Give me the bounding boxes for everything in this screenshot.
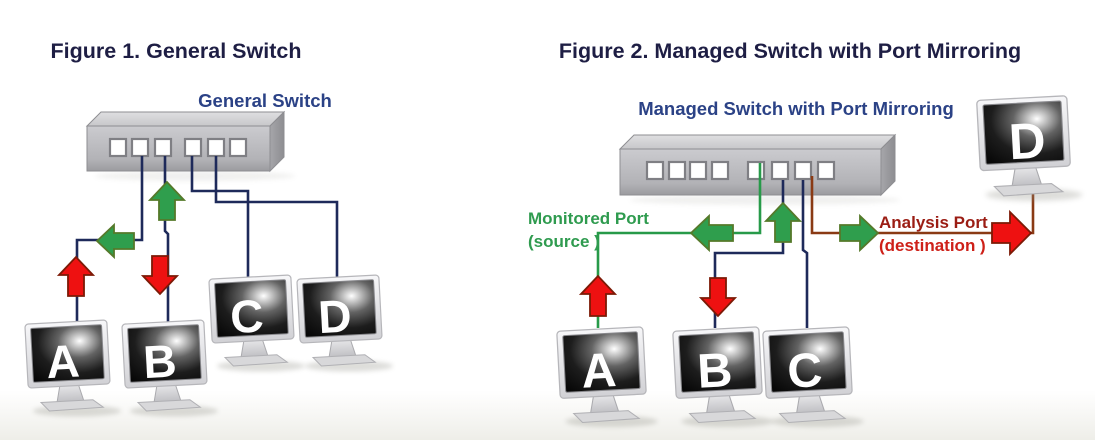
monitor-letter: C	[786, 343, 824, 399]
switch2-port-6	[770, 160, 790, 181]
monitor-fig2-B: B	[672, 326, 774, 428]
monitor-letter: A	[45, 334, 81, 388]
monitor-screen	[302, 279, 377, 338]
monitor-fig1-A: A	[24, 319, 121, 417]
switch1-port-1	[108, 137, 128, 158]
monitor-base	[311, 354, 377, 367]
switch1-port-3	[153, 137, 173, 158]
monitor-base	[39, 399, 105, 412]
red-down-arrow-icon	[140, 255, 180, 296]
monitor-screen	[30, 324, 105, 383]
cable-switch1-to-D	[214, 156, 339, 283]
monitor-base	[136, 399, 202, 412]
red-right-arrow-icon	[991, 209, 1033, 257]
switch2-port-5-monitored	[746, 160, 766, 181]
monitored-port-sublabel: (source )	[528, 232, 600, 251]
monitor-base	[993, 182, 1065, 197]
analysis-port-sublabel: (destination )	[879, 236, 986, 255]
monitor-fig2-D: D	[976, 95, 1083, 201]
switch2-port-4	[710, 160, 730, 181]
monitor-base	[688, 410, 757, 424]
monitor-base	[778, 410, 847, 424]
cable-analysis-port-to-D	[810, 176, 1035, 235]
figure1-switch-label: General Switch	[198, 90, 332, 111]
monitor-screen	[678, 331, 757, 393]
switch1-top-face	[85, 111, 286, 127]
monitor-screen	[562, 331, 641, 393]
switch2-port-3	[688, 160, 708, 181]
red-up-arrow-icon	[56, 255, 96, 297]
monitor-letter: D	[317, 289, 353, 343]
switch2-top-face	[618, 134, 897, 150]
monitor-fig1-C: C	[208, 274, 305, 372]
monitor-letter: A	[580, 343, 618, 399]
monitor-fig1-D: D	[296, 274, 393, 372]
switch2-shadow	[630, 195, 900, 205]
figure2: Figure 2. Managed Switch with Port Mirro…	[528, 39, 1083, 428]
monitor-fig2-C: C	[762, 326, 864, 428]
red-up-arrow-icon	[578, 274, 618, 317]
green-right-arrow-icon	[839, 213, 880, 253]
monitor-letter: D	[1007, 111, 1046, 170]
monitor-letter: C	[229, 289, 265, 343]
switch2-port-7	[793, 160, 813, 181]
monitor-fig2-A: A	[556, 326, 658, 428]
switch2-port-2	[667, 160, 687, 181]
red-down-arrow-icon	[698, 277, 738, 318]
monitor-letter: B	[696, 343, 734, 399]
green-up-arrow-icon	[147, 180, 187, 221]
switch1-port-2	[130, 137, 150, 158]
figure1: Figure 1. General Switch General Switch	[24, 39, 393, 417]
switch1-port-4	[183, 137, 203, 158]
monitor-base	[223, 354, 289, 367]
monitor-base	[572, 410, 641, 424]
cable-switch1-to-C	[190, 156, 250, 283]
switch1-shadow	[95, 171, 295, 181]
monitor-screen	[127, 324, 202, 383]
analysis-port-label: Analysis Port	[879, 213, 988, 232]
monitor-screen	[982, 100, 1065, 165]
figure2-title: Figure 2. Managed Switch with Port Mirro…	[559, 39, 1021, 63]
monitor-screen	[768, 331, 847, 393]
figure2-switch-label: Managed Switch with Port Mirroring	[638, 98, 954, 119]
switch1	[85, 110, 286, 173]
green-left-arrow-icon	[689, 213, 734, 253]
monitor-screen	[214, 279, 289, 338]
switch2-port-8-analysis	[816, 160, 836, 181]
switch2-port-1	[645, 160, 665, 181]
green-left-arrow-icon	[95, 222, 135, 260]
switch1-port-5	[206, 137, 226, 158]
figure1-title: Figure 1. General Switch	[51, 39, 302, 63]
monitor-fig1-B: B	[121, 319, 218, 417]
green-up-arrow-icon	[763, 201, 803, 243]
monitored-port-label: Monitored Port	[528, 209, 649, 228]
switch2	[618, 133, 897, 197]
switch1-port-6	[228, 137, 248, 158]
monitor-letter: B	[142, 334, 178, 388]
cable-switch2-to-C	[801, 180, 809, 328]
